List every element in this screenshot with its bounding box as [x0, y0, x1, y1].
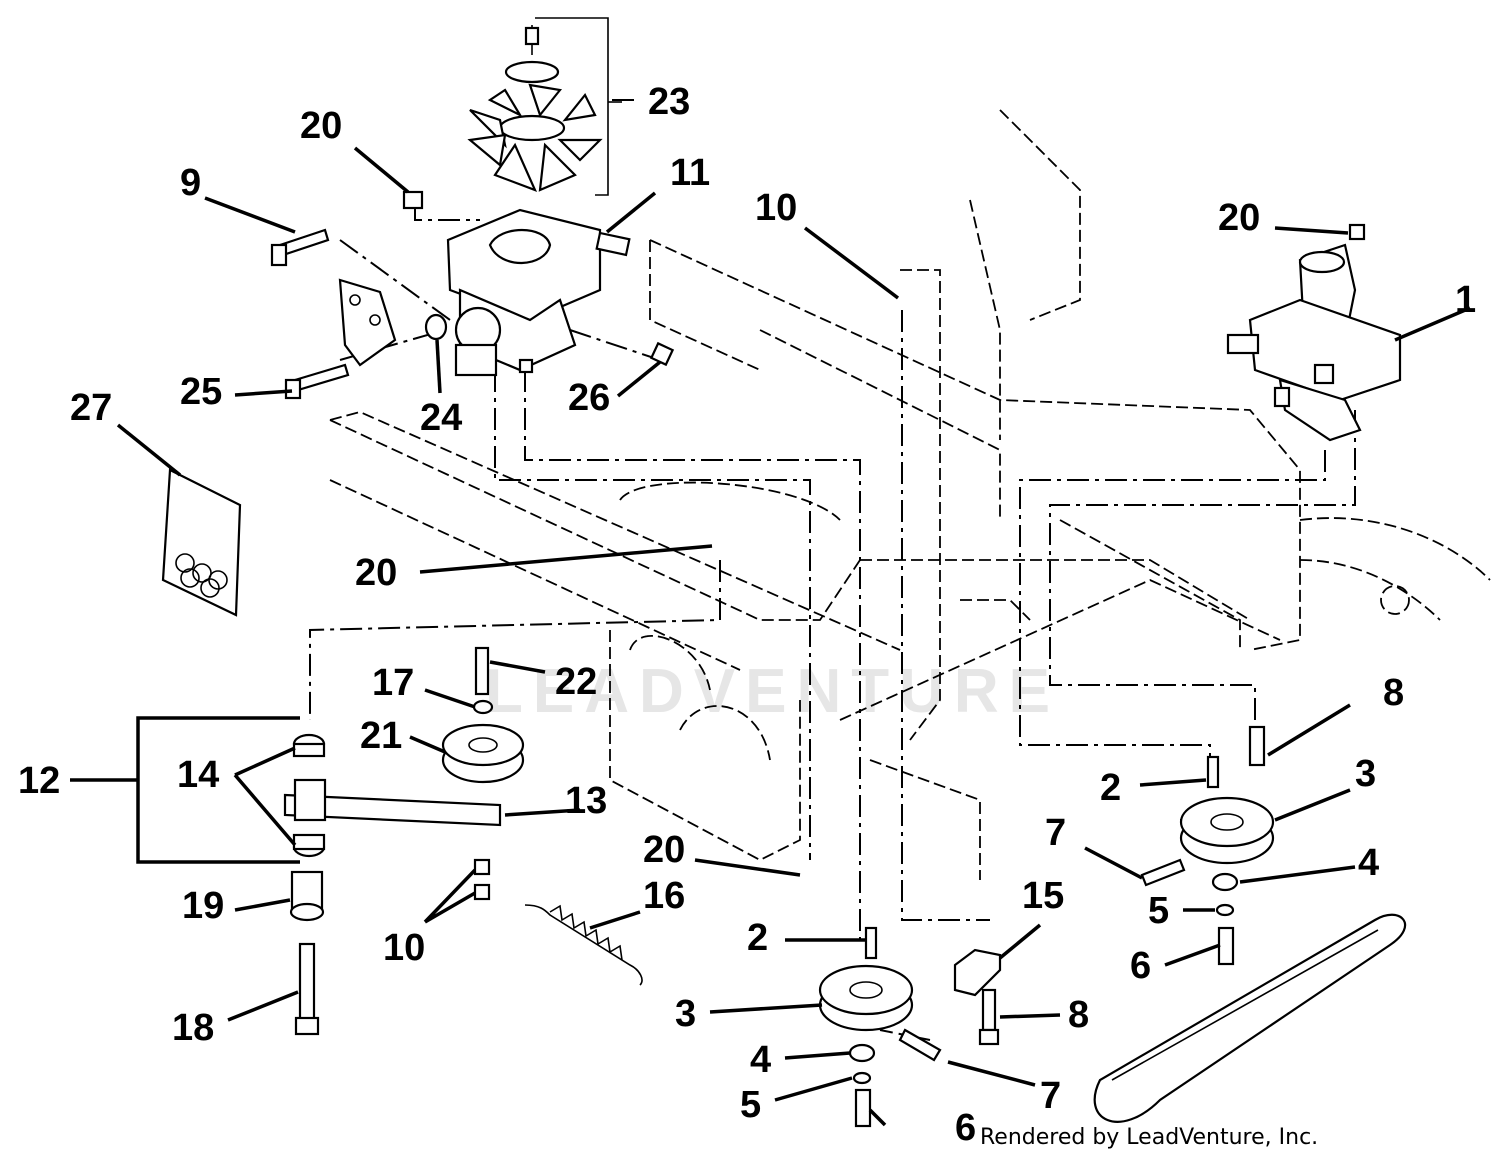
mounting-bracket	[338, 278, 397, 367]
callout-18: 18	[172, 1007, 214, 1049]
decal	[161, 468, 242, 617]
callout-14: 14	[177, 754, 219, 796]
callout-20: 20	[1218, 197, 1260, 239]
callout-4: 4	[1358, 842, 1379, 884]
left-axle-pulley	[818, 926, 942, 1128]
callout-24: 24	[420, 397, 462, 439]
routing-lines	[309, 99, 1356, 1041]
callout-26: 26	[568, 377, 610, 419]
washer-24	[424, 313, 448, 341]
callout-20: 20	[643, 829, 685, 871]
spring-16	[524, 904, 643, 986]
callout-3: 3	[1355, 753, 1376, 795]
callout-7: 7	[1045, 812, 1066, 854]
chassis-frame	[329, 109, 1491, 880]
left-transmission	[446, 208, 631, 377]
credit-text: Rendered by LeadVenture, Inc.	[980, 1125, 1318, 1150]
right-transmission	[1226, 223, 1402, 442]
bolt-22	[474, 646, 490, 696]
callout-13: 13	[565, 780, 607, 822]
drive-belt	[1093, 913, 1406, 1123]
bolt-18	[294, 942, 320, 1036]
callout-19: 19	[182, 885, 224, 927]
callout-12: 12	[18, 760, 60, 802]
callout-5: 5	[1148, 890, 1169, 932]
callout-25: 25	[180, 371, 222, 413]
leader-lines	[70, 146, 1471, 1127]
callout-6: 6	[955, 1107, 976, 1149]
cooling-fan	[467, 17, 622, 196]
bolt-25	[284, 363, 350, 400]
callout-2: 2	[747, 917, 768, 959]
callout-8: 8	[1068, 994, 1089, 1036]
callout-21: 21	[360, 715, 402, 757]
idler-arm	[283, 733, 502, 858]
belt-guide-bracket	[953, 948, 1002, 1046]
callout-16: 16	[643, 875, 685, 917]
callout-5: 5	[740, 1084, 761, 1126]
callout-11: 11	[670, 152, 710, 194]
right-axle-pulley	[1140, 725, 1275, 966]
callout-20: 20	[300, 105, 342, 147]
callout-23: 23	[648, 81, 690, 123]
nut-20-upper-left	[402, 190, 424, 210]
callout-10: 10	[383, 927, 425, 969]
callout-15: 15	[1022, 875, 1064, 917]
callout-22: 22	[555, 661, 597, 703]
nuts-10	[473, 858, 491, 901]
bolt-9	[270, 228, 330, 267]
callout-27: 27	[70, 387, 112, 429]
callout-1: 1	[1455, 279, 1476, 321]
spacer-19	[289, 870, 325, 922]
callout-20: 20	[355, 552, 397, 594]
fitting-26	[649, 341, 675, 367]
callout-2: 2	[1100, 767, 1121, 809]
callout-8: 8	[1383, 672, 1404, 714]
callout-4: 4	[750, 1039, 771, 1081]
callout-9: 9	[180, 162, 201, 204]
callout-10: 10	[755, 187, 797, 229]
callout-17: 17	[372, 662, 414, 704]
callout-3: 3	[675, 993, 696, 1035]
callout-7: 7	[1040, 1075, 1061, 1117]
callout-labels: 1 2 2 3 3 4 4 5 5 6 6 7 7 8 8 9 10 10 11…	[18, 81, 1476, 1149]
callout-6: 6	[1130, 945, 1151, 987]
